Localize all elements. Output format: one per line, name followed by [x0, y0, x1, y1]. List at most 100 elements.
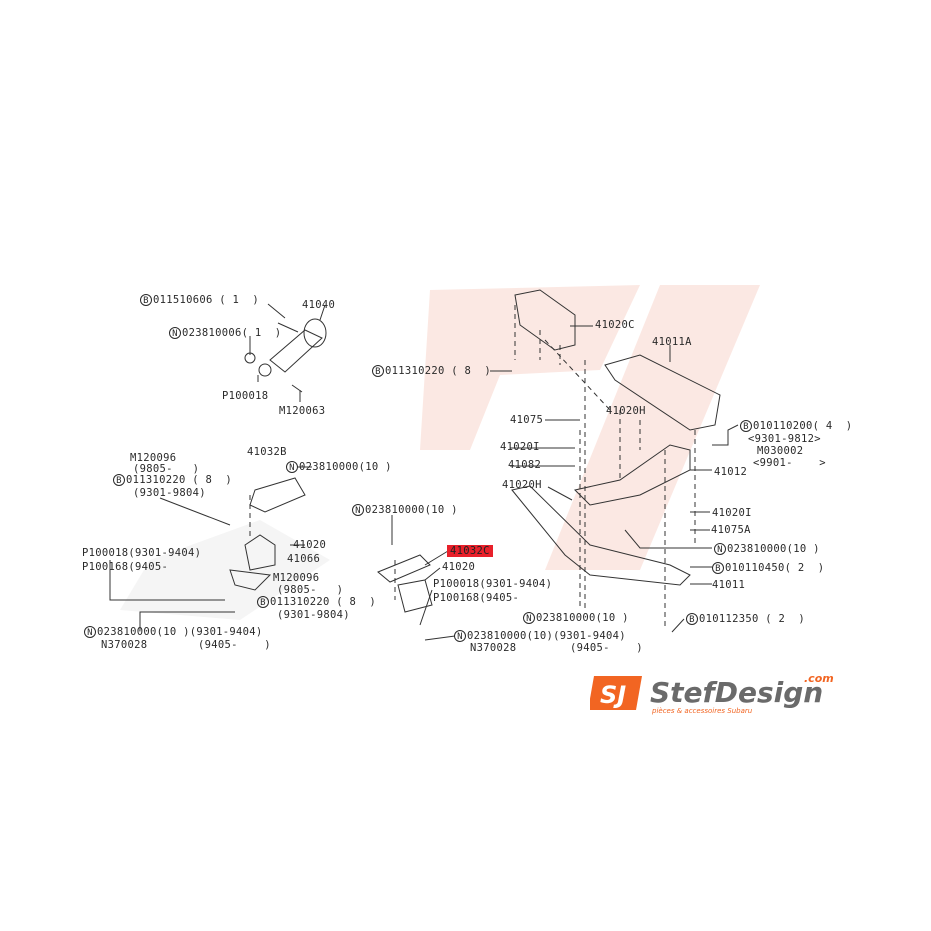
bolt-symbol-icon: B: [372, 365, 384, 377]
nut-symbol-icon: N: [352, 504, 364, 516]
part-number-text: 41020I: [500, 441, 540, 453]
part-number-text: 011510606 ( 1 ): [153, 294, 259, 306]
part-number-text: 023810006( 1 ): [182, 327, 282, 339]
bolt-symbol-icon: B: [113, 474, 125, 486]
part-number-text: N370028: [101, 639, 148, 651]
part-number-text: 011310220 ( 8 ): [270, 596, 376, 608]
part-number-text: 41020C: [595, 319, 635, 331]
bolt-symbol-icon: B: [712, 562, 724, 574]
part-label-41020i: 41020I: [500, 441, 540, 453]
part-number-text: 011310220 ( 8 ): [385, 365, 491, 377]
part-number-text: 41032B: [247, 446, 287, 458]
part-label-: (9301-9804): [277, 609, 350, 621]
part-label-41066: 41066: [287, 553, 320, 565]
nut-symbol-icon: N: [454, 630, 466, 642]
part-label-41040: 41040: [302, 299, 335, 311]
bolt-symbol-icon: B: [686, 613, 698, 625]
logo-domain: .com: [804, 672, 834, 685]
part-number-text: 023810000(10 ): [536, 612, 629, 624]
part-number-text: (9805- ): [133, 463, 200, 475]
nut-symbol-icon: N: [84, 626, 96, 638]
part-label-: <9901- >: [753, 457, 826, 469]
part-number-text: P100018: [222, 390, 269, 402]
part-label-41032c: 41032C: [447, 545, 493, 557]
part-label-41020i: 41020I: [712, 507, 752, 519]
part-number-text: 41020I: [712, 507, 752, 519]
part-number-text: M120063: [279, 405, 326, 417]
part-number-text: 41066: [287, 553, 321, 565]
part-label-41020: 41020: [293, 539, 326, 551]
part-label-41020h: 41020H: [502, 479, 542, 491]
part-label-41011: 41011: [712, 579, 745, 591]
part-label-41032b: 41032B: [247, 446, 287, 458]
part-number-text: 023810000(10 ): [727, 543, 820, 555]
part-label-41020c: 41020C: [595, 319, 635, 331]
part-label-: (9405- ): [198, 639, 271, 651]
part-label-: (9805- ): [133, 463, 199, 475]
part-number-text: (9805- ): [277, 584, 344, 596]
logo-tagline: pièces & accessoires Subaru: [651, 707, 753, 715]
highlighted-part-number: 41032C: [447, 545, 493, 557]
torque-rod: [269, 329, 323, 373]
logo-text: StefDesign: [650, 676, 823, 709]
part-number-text: P100168(9405-: [82, 561, 169, 573]
part-label-p100018: P100018(9301-9404): [433, 578, 552, 590]
part-label-: (9301-9804): [133, 487, 206, 499]
part-label-p100168: P100168(9405-: [433, 592, 519, 604]
part-label-: (9405- ): [570, 642, 643, 654]
part-number-text: 023810000(10)(9301-9404): [467, 630, 626, 642]
part-number-text: 010112350 ( 2 ): [699, 613, 805, 625]
part-number-text: 41020H: [502, 479, 542, 491]
part-number-text: (9301-9804): [133, 487, 206, 499]
part-label-m120096: M120096: [273, 572, 319, 584]
nut-symbol-icon: N: [169, 327, 181, 339]
part-number-text: 41075A: [711, 524, 751, 536]
part-outlines: [109, 289, 739, 641]
part-label-p100018: P100018: [222, 390, 268, 402]
part-number-text: 41011: [712, 579, 746, 591]
part-label-: <9301-9812>: [748, 433, 821, 445]
nut-symbol-icon: N: [286, 461, 298, 473]
part-label-41082: 41082: [508, 459, 541, 471]
bolt-symbol-icon: B: [140, 294, 152, 306]
bolt-symbol-icon: B: [740, 420, 752, 432]
part-number-text: 011310220 ( 8 ): [126, 474, 232, 486]
part-number-text: <9301-9812>: [748, 433, 821, 445]
part-label-41075: 41075: [510, 414, 543, 426]
part-number-text: 010110450( 2 ): [725, 562, 825, 574]
part-number-text: 023810000(10 ): [299, 461, 392, 473]
part-label-p100168: P100168(9405-: [82, 561, 168, 573]
part-label-n370028: N370028: [470, 642, 516, 654]
part-label-41075a: 41075A: [711, 524, 751, 536]
part-number-text: M120096: [130, 452, 177, 464]
part-number-text: P100018(9301-9404): [433, 578, 553, 590]
part-label-m030002: M030002: [757, 445, 803, 457]
part-label-41020h: 41020H: [606, 405, 646, 417]
part-number-text: <9901- >: [753, 457, 826, 469]
part-number-text: 41082: [508, 459, 542, 471]
part-label-: (9805- ): [277, 584, 343, 596]
stefdesign-logo: SJ StefDesign .com pièces & accessoires …: [590, 670, 850, 716]
dashed-assembly-lines: [249, 305, 696, 630]
part-label-p100018: P100018(9301-9404): [82, 547, 201, 559]
part-number-text: P100168(9405-: [433, 592, 520, 604]
part-label-41020: 41020: [442, 561, 475, 573]
part-number-text: 41020: [442, 561, 476, 573]
part-number-text: M030002: [757, 445, 804, 457]
logo-badge: [590, 676, 642, 710]
part-number-text: (9405- ): [198, 639, 271, 651]
